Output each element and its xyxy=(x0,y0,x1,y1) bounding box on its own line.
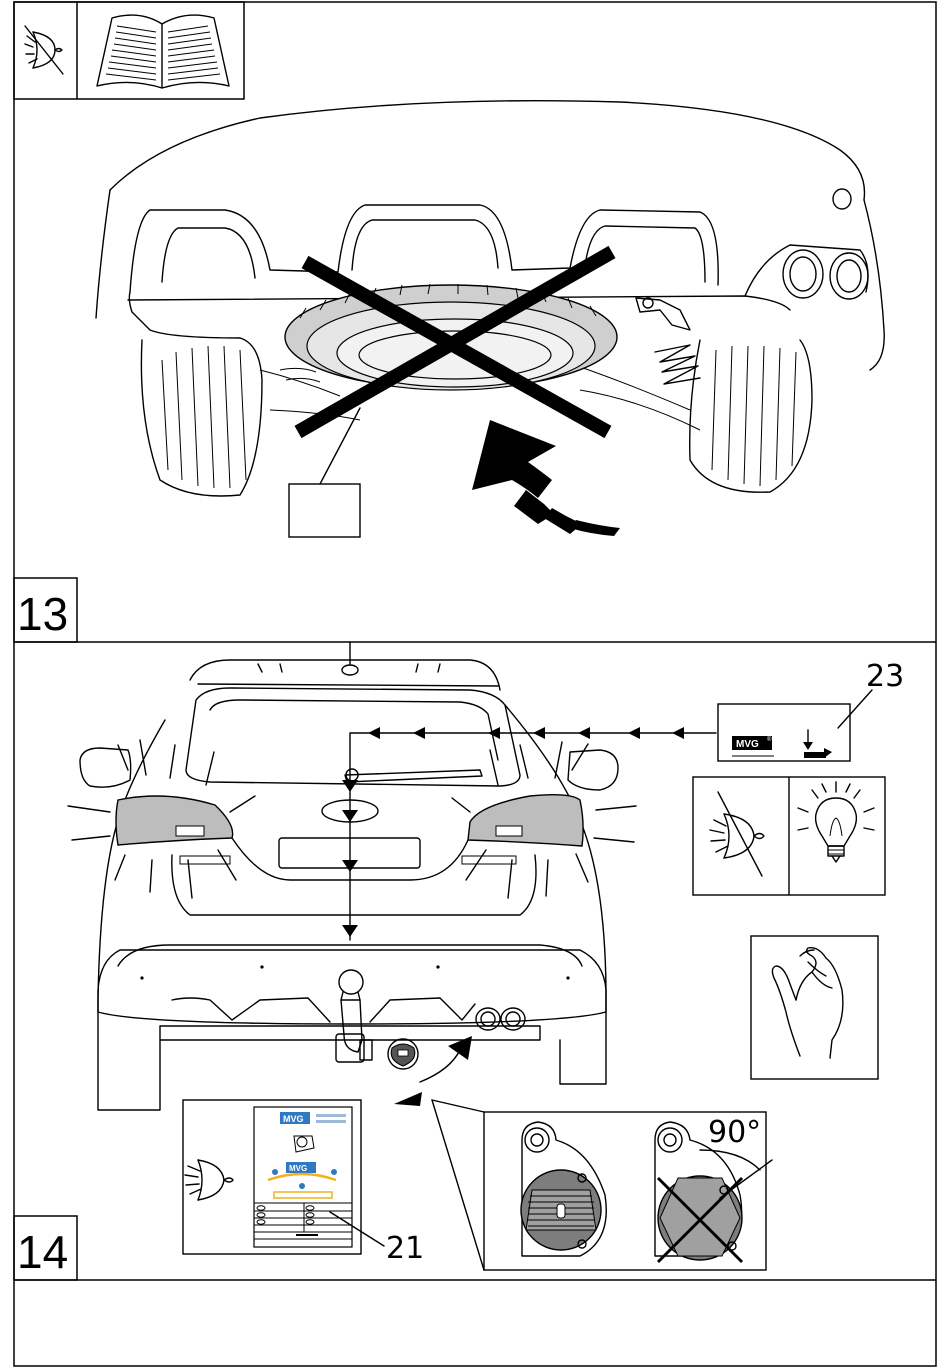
eye-icon xyxy=(25,26,63,74)
rotation-angle-label: 90° xyxy=(708,1115,761,1150)
step-14-panel: MVG ® 23 xyxy=(14,642,904,1280)
car-rear-underbody-drawing xyxy=(96,101,884,537)
manual-book-icon xyxy=(97,15,229,88)
lift-arrow-icon xyxy=(472,420,620,536)
tow-socket xyxy=(388,1039,418,1069)
mvg-logo-text: MVG xyxy=(736,739,759,750)
callout-23: 23 xyxy=(866,659,904,694)
eye-icon xyxy=(710,792,764,876)
socket-detail-box: 90° xyxy=(484,1112,772,1270)
leaflet-logo-text: MVG xyxy=(283,1114,304,1124)
car-rear-view-drawing xyxy=(68,642,716,1110)
socket-incorrect-position: 90° xyxy=(655,1115,772,1262)
eye-icon xyxy=(185,1160,233,1200)
callout-21: 21 xyxy=(386,1231,424,1266)
check-lights-box xyxy=(693,777,885,895)
blank-label-box xyxy=(289,484,360,537)
hand-pinch-box xyxy=(751,936,878,1079)
step-14-number: 14 xyxy=(17,1226,68,1278)
step-13-icon-strip xyxy=(14,2,244,99)
connector-plug-icon xyxy=(803,730,832,758)
instruction-document-box: MVG MVG xyxy=(183,1100,424,1266)
part-label-23: MVG ® 23 xyxy=(718,659,904,761)
tow-bar-ball xyxy=(336,970,372,1062)
light-bulb-icon xyxy=(798,782,874,862)
socket-correct-position xyxy=(521,1122,606,1256)
instruction-leaflet: MVG MVG xyxy=(254,1107,352,1247)
mvg-logo-superscript: ® xyxy=(767,736,772,743)
step-13-number: 13 xyxy=(17,588,68,640)
page-frame xyxy=(14,2,936,1366)
leaflet-logo-text-2: MVG xyxy=(289,1164,307,1173)
step-13-panel: 13 xyxy=(14,2,884,642)
hand-pinch-icon xyxy=(772,948,842,1058)
